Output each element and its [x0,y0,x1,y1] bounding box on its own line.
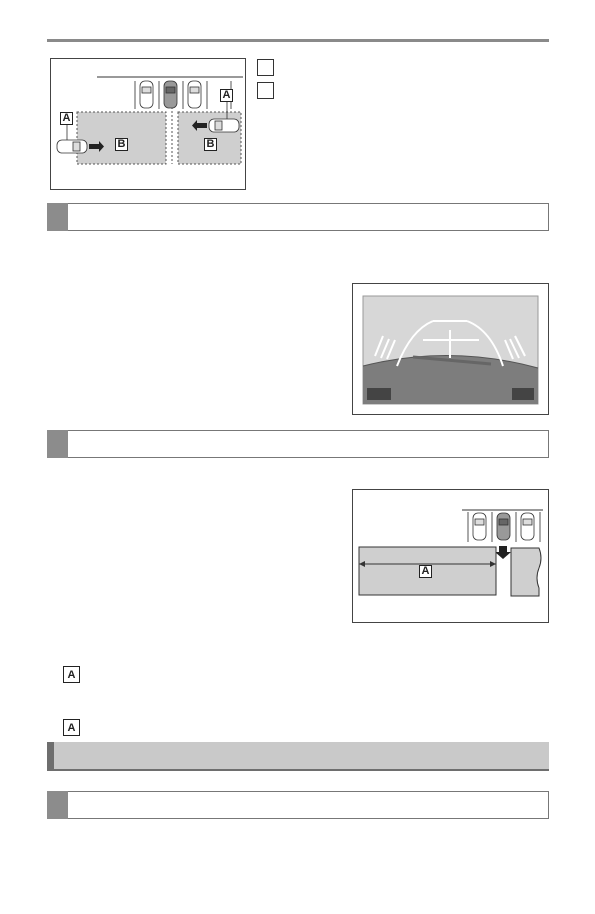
parking-width-figure: A [352,489,549,623]
parked-car [520,512,535,541]
section-header-3 [47,791,549,819]
label-b-left: B [115,138,128,151]
label-a-right: A [220,89,233,102]
parking-zone-figure: A B A B [50,58,246,190]
moving-car-right [208,118,240,133]
section-header-tab [47,430,68,458]
parked-car [139,80,154,109]
section-header-tab [47,203,68,231]
arrow-left [192,120,207,131]
camera-view [362,295,539,405]
legend-box-2 [257,82,274,99]
parked-car [163,80,178,109]
text-marker-a-2: A [63,719,80,736]
parking-width-diagram [358,509,543,597]
parking-zone-diagram [56,76,243,165]
arrow-down [495,546,511,559]
label-a-left: A [60,112,73,125]
parked-car [496,512,511,541]
chapter-band [47,742,549,771]
text-marker-a-1: A [63,666,80,683]
legend-box-1 [257,59,274,76]
section-header-1 [47,203,549,231]
moving-car-left [56,139,88,154]
camera-screen-figure [352,283,549,415]
parked-car [472,512,487,541]
top-rule [47,39,549,42]
section-header-2 [47,430,549,458]
label-a-width: A [419,565,432,578]
arrow-right [89,141,104,152]
section-header-tab [47,791,68,819]
parked-car [187,80,202,109]
label-b-right: B [204,138,217,151]
chapter-band-tab [47,742,54,769]
